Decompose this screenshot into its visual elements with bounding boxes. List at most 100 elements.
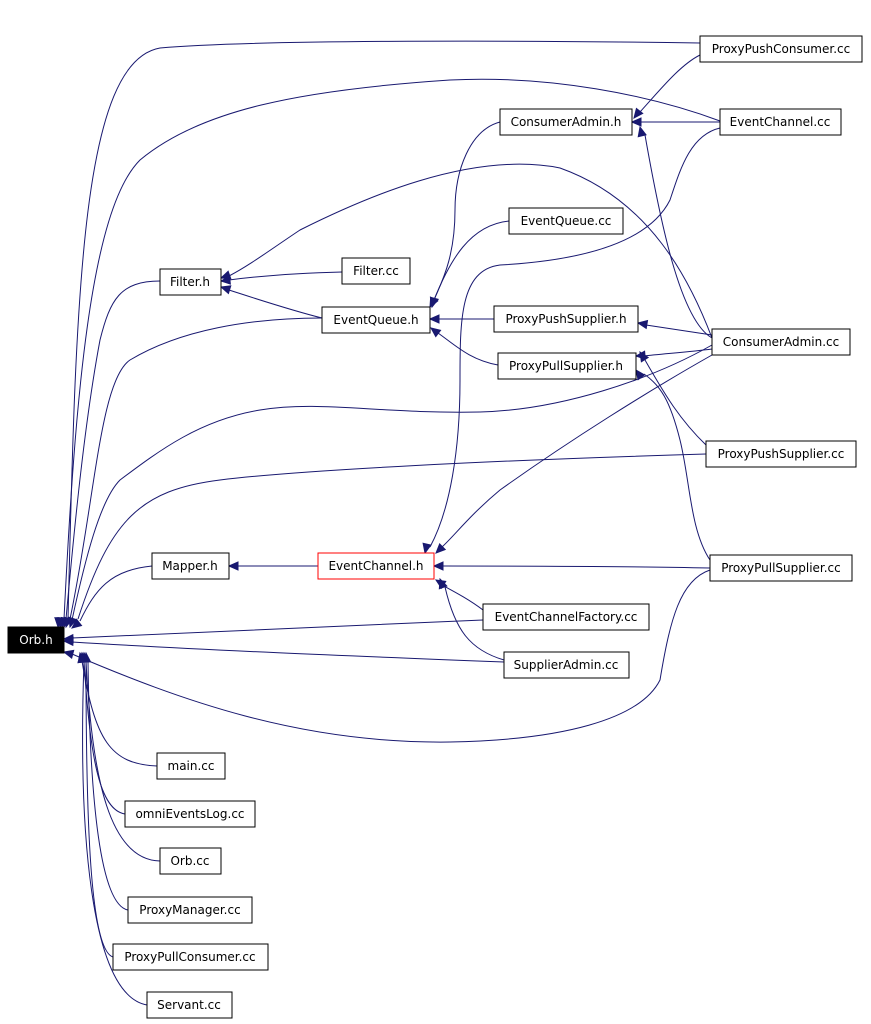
dependency-edges <box>54 40 721 1006</box>
node-proxypullsupplier-h[interactable]: ProxyPullSupplier.h <box>497 352 637 380</box>
node-orb-h[interactable]: Orb.h <box>7 626 65 654</box>
arrowhead <box>435 542 447 554</box>
node-mapper-h[interactable]: Mapper.h <box>151 552 230 580</box>
dependency-edge <box>645 324 713 336</box>
dependency-edge <box>63 78 721 620</box>
node-label: EventChannel.cc <box>730 115 831 129</box>
node-label: ConsumerAdmin.cc <box>723 335 839 349</box>
dependency-edge <box>433 220 510 301</box>
node-label: ProxyManager.cc <box>139 903 240 917</box>
node-label: ProxyPullSupplier.cc <box>721 561 841 575</box>
node-label: ConsumerAdmin.h <box>511 115 622 129</box>
arrowhead <box>630 117 642 127</box>
arrowhead <box>637 125 647 138</box>
node-main-cc[interactable]: main.cc <box>156 752 226 780</box>
node-label: Orb.h <box>19 633 52 647</box>
node-label: Servant.cc <box>157 998 221 1012</box>
arrowhead <box>432 561 444 571</box>
arrowhead <box>633 107 644 119</box>
node-consumeradmin-h[interactable]: ConsumerAdmin.h <box>499 108 633 136</box>
node-eventqueue-cc[interactable]: EventQueue.cc <box>508 207 624 235</box>
arrowhead <box>639 350 650 363</box>
node-label: ProxyPullSupplier.h <box>509 359 623 373</box>
dependency-edge <box>644 134 713 339</box>
arrowhead <box>636 319 649 330</box>
dependency-edge <box>643 373 711 561</box>
dependency-edge <box>87 660 129 911</box>
node-proxypushsupplier-cc[interactable]: ProxyPushSupplier.cc <box>705 440 857 468</box>
node-proxymanager-cc[interactable]: ProxyManager.cc <box>127 896 253 924</box>
node-proxypullsupplier-cc[interactable]: ProxyPullSupplier.cc <box>709 554 853 582</box>
arrowhead <box>219 285 232 295</box>
node-eventqueue-h[interactable]: EventQueue.h <box>321 306 431 334</box>
dependency-edge <box>67 40 701 620</box>
arrowhead <box>429 296 440 309</box>
node-supplieradmin-cc[interactable]: SupplierAdmin.cc <box>503 651 630 679</box>
node-consumeradmin-cc[interactable]: ConsumerAdmin.cc <box>711 328 851 356</box>
dependency-edge <box>71 641 505 663</box>
arrowhead <box>227 561 239 571</box>
dependency-edge <box>71 344 713 621</box>
node-label: Orb.cc <box>170 854 209 868</box>
dependency-edge <box>77 453 707 620</box>
arrowhead <box>219 270 232 280</box>
node-proxypushconsumer-cc[interactable]: ProxyPushConsumer.cc <box>699 35 863 63</box>
dependency-edge <box>437 332 499 366</box>
dependency-edge <box>65 280 161 620</box>
node-label: EventChannel.h <box>328 559 423 573</box>
dependency-edge <box>643 348 713 357</box>
node-label: omniEventsLog.cc <box>135 807 244 821</box>
dependency-edge <box>71 619 484 639</box>
arrowhead <box>635 369 646 381</box>
dependency-edge <box>69 317 323 620</box>
dependency-edge <box>644 359 707 446</box>
dependency-edge <box>228 163 713 339</box>
node-proxypushsupplier-h[interactable]: ProxyPushSupplier.h <box>493 305 639 333</box>
dependency-edge <box>441 565 711 569</box>
dependency-edge <box>71 569 711 743</box>
dependency-edge <box>85 660 114 958</box>
node-label: ProxyPullConsumer.cc <box>124 950 255 964</box>
node-label: Filter.cc <box>353 264 399 278</box>
node-filter-cc[interactable]: Filter.cc <box>341 257 411 285</box>
node-label: SupplierAdmin.cc <box>514 658 619 672</box>
arrowhead <box>77 651 87 663</box>
node-orb-cc[interactable]: Orb.cc <box>159 847 222 875</box>
node-servant-cc[interactable]: Servant.cc <box>146 991 233 1019</box>
node-omnieventslog-cc[interactable]: omniEventsLog.cc <box>124 800 256 828</box>
arrowhead <box>62 649 75 660</box>
node-label: Mapper.h <box>162 559 218 573</box>
node-filter-h[interactable]: Filter.h <box>159 268 222 296</box>
arrowhead <box>71 618 83 629</box>
dependency-edge <box>79 565 153 622</box>
arrowhead <box>428 314 440 324</box>
dependency-edge <box>81 660 158 767</box>
dependency-edge <box>85 660 161 862</box>
node-label: ProxyPushSupplier.h <box>505 312 626 326</box>
dependency-edge <box>228 289 323 319</box>
arrowhead <box>422 542 432 555</box>
node-eventchannel-cc[interactable]: EventChannel.cc <box>719 108 842 136</box>
arrowhead <box>430 327 442 338</box>
arrowhead <box>68 616 78 629</box>
node-label: main.cc <box>168 759 215 773</box>
dependency-edge <box>441 354 713 548</box>
arrowhead <box>62 636 74 647</box>
dependency-edge <box>82 660 148 1006</box>
dependency-edge <box>228 271 343 281</box>
dependency-edge <box>429 127 721 548</box>
node-eventchannel-h[interactable]: EventChannel.h <box>317 552 435 580</box>
dependency-edge <box>639 54 701 113</box>
node-label: ProxyPushSupplier.cc <box>718 447 845 461</box>
node-label: EventChannelFactory.cc <box>495 610 638 624</box>
arrowhead <box>438 577 448 590</box>
dependency-edge <box>433 121 501 301</box>
node-proxypullconsumer-cc[interactable]: ProxyPullConsumer.cc <box>112 943 269 971</box>
dependency-edge <box>444 586 505 661</box>
node-label: ProxyPushConsumer.cc <box>712 42 850 56</box>
node-label: Filter.h <box>170 275 210 289</box>
node-label: EventQueue.cc <box>521 214 612 228</box>
node-eventchannelfactory-cc[interactable]: EventChannelFactory.cc <box>482 603 650 631</box>
node-label: EventQueue.h <box>333 313 418 327</box>
